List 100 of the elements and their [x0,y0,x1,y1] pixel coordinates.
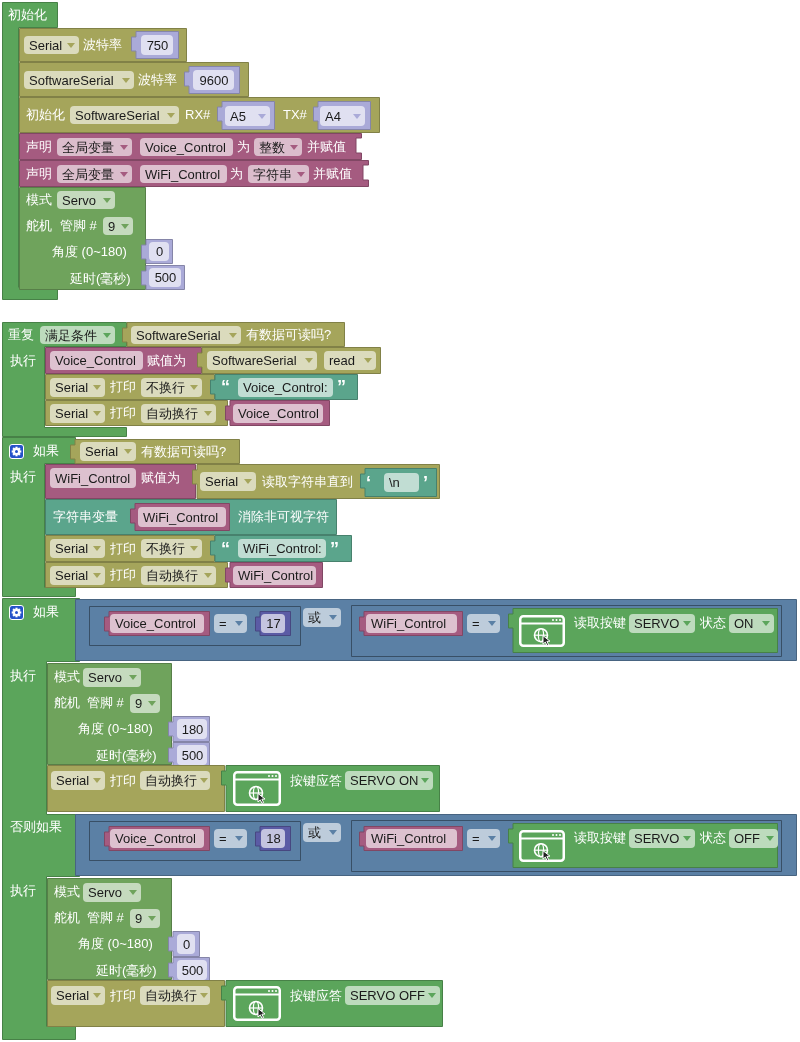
dropdown: Servo [83,883,141,902]
dropdown: 自动换行 [140,771,210,790]
number-field: 9600 [193,70,234,90]
dropdown: 字符串 [248,165,309,183]
block-label: 消除非可视字符 [238,508,329,526]
block-label: 舵机 [54,909,80,927]
statement-block [45,347,202,374]
number-block [141,239,173,264]
block-label: RX# [185,106,211,124]
dropdown: 满足条件 [40,326,115,344]
dropdown: SoftwareSerial [24,71,134,89]
statement-block [47,765,225,812]
variable-block [130,503,230,531]
block-label: 有数据可读吗? [141,443,227,461]
dropdown: A4 [320,106,365,126]
block-label: 否则如果 [10,818,62,836]
dropdown: 不换行 [141,539,202,558]
statement-block [45,535,215,562]
block-label: 赋值为 [147,352,186,370]
quote-mark: ‘ [366,474,371,492]
dropdown: Serial [200,472,256,491]
dropdown: Serial [80,442,136,461]
block-label: 角度 (0~180) [78,720,153,738]
variable-block [104,826,210,851]
dropdown: = [467,614,500,633]
number-field: 750 [141,35,173,55]
dropdown: SERVO ON [345,771,433,790]
dropdown: 全局变量 [57,165,132,183]
web-button-block [508,823,778,868]
dropdown: A5 [225,106,270,126]
variable-field: Voice_Control [110,829,204,848]
value-block [192,464,440,499]
block-label: 打印 [110,566,136,584]
block-label: TX# [283,106,307,124]
block-label: 初始化 [26,106,65,124]
block-label: 并赋值 [307,138,346,156]
number-field: 17 [261,614,285,633]
quote-mark: ” [330,540,339,558]
block-label: 打印 [110,404,136,422]
block-label: 有数据可读吗? [246,326,332,344]
dropdown: = [214,829,247,848]
compare-block [351,820,782,872]
dropdown: 或 [303,608,341,627]
block-label: 声明 [26,165,52,183]
block-label: 波特率 [138,71,177,89]
dropdown: Serial [50,539,105,558]
statement-block [47,878,172,980]
statement-block [45,464,196,499]
dropdown: = [467,829,500,848]
block-label: 执行 [10,667,36,685]
number-block [184,66,240,94]
value-block [122,322,345,347]
quote-mark: “ [221,378,230,396]
variable-field: WiFi_Control [233,566,316,585]
block-label: 如果 [33,603,59,621]
dropdown: Serial [50,404,105,423]
logic-block [75,814,797,876]
variable-block [359,826,463,851]
dropdown: 9 [130,694,160,713]
block-label: 延时(毫秒) [96,747,157,765]
dropdown: Serial [50,566,105,585]
pin-block [313,101,371,130]
dropdown: Serial [51,771,105,790]
block-label: 执行 [10,352,36,370]
dropdown: SoftwareSerial [131,326,241,344]
dropdown: 或 [303,823,341,842]
number-field: 180 [177,719,207,739]
dropdown: 自动换行 [141,566,216,585]
number-field: 0 [177,934,195,954]
dropdown: 自动换行 [140,986,210,1005]
block-label: 管脚 # [60,217,97,235]
compare-block [89,606,301,646]
text-field: Voice_Control: [238,378,333,397]
dropdown: read [324,351,376,370]
block-label: 状态 [700,829,726,847]
block-label: 按键应答 [290,772,342,790]
block-label: 打印 [110,540,136,558]
dropdown: SERVO OFF [345,986,440,1005]
block-label: 赋值为 [141,469,180,487]
quote-mark: ” [337,378,346,396]
statement-block [19,28,187,62]
block-label: 读取字符串直到 [262,473,353,491]
dropdown: ON [729,614,774,633]
statement-block [19,187,146,290]
statement-block [47,663,172,765]
block-label: 声明 [26,138,52,156]
value-block [197,347,381,374]
block-label: 角度 (0~180) [78,935,153,953]
number-field: 500 [177,745,207,765]
number-block [141,265,185,290]
dropdown: Servo [83,668,141,687]
dropdown: 整数 [254,138,302,156]
variable-block [104,611,210,636]
dropdown: 9 [103,217,133,235]
dropdown: Serial [50,378,105,397]
variable-block [359,611,463,636]
dropdown: 自动换行 [141,404,216,423]
block-label: 波特率 [83,36,122,54]
web-button-block [221,980,443,1027]
block-label: 读取按键 [574,829,626,847]
